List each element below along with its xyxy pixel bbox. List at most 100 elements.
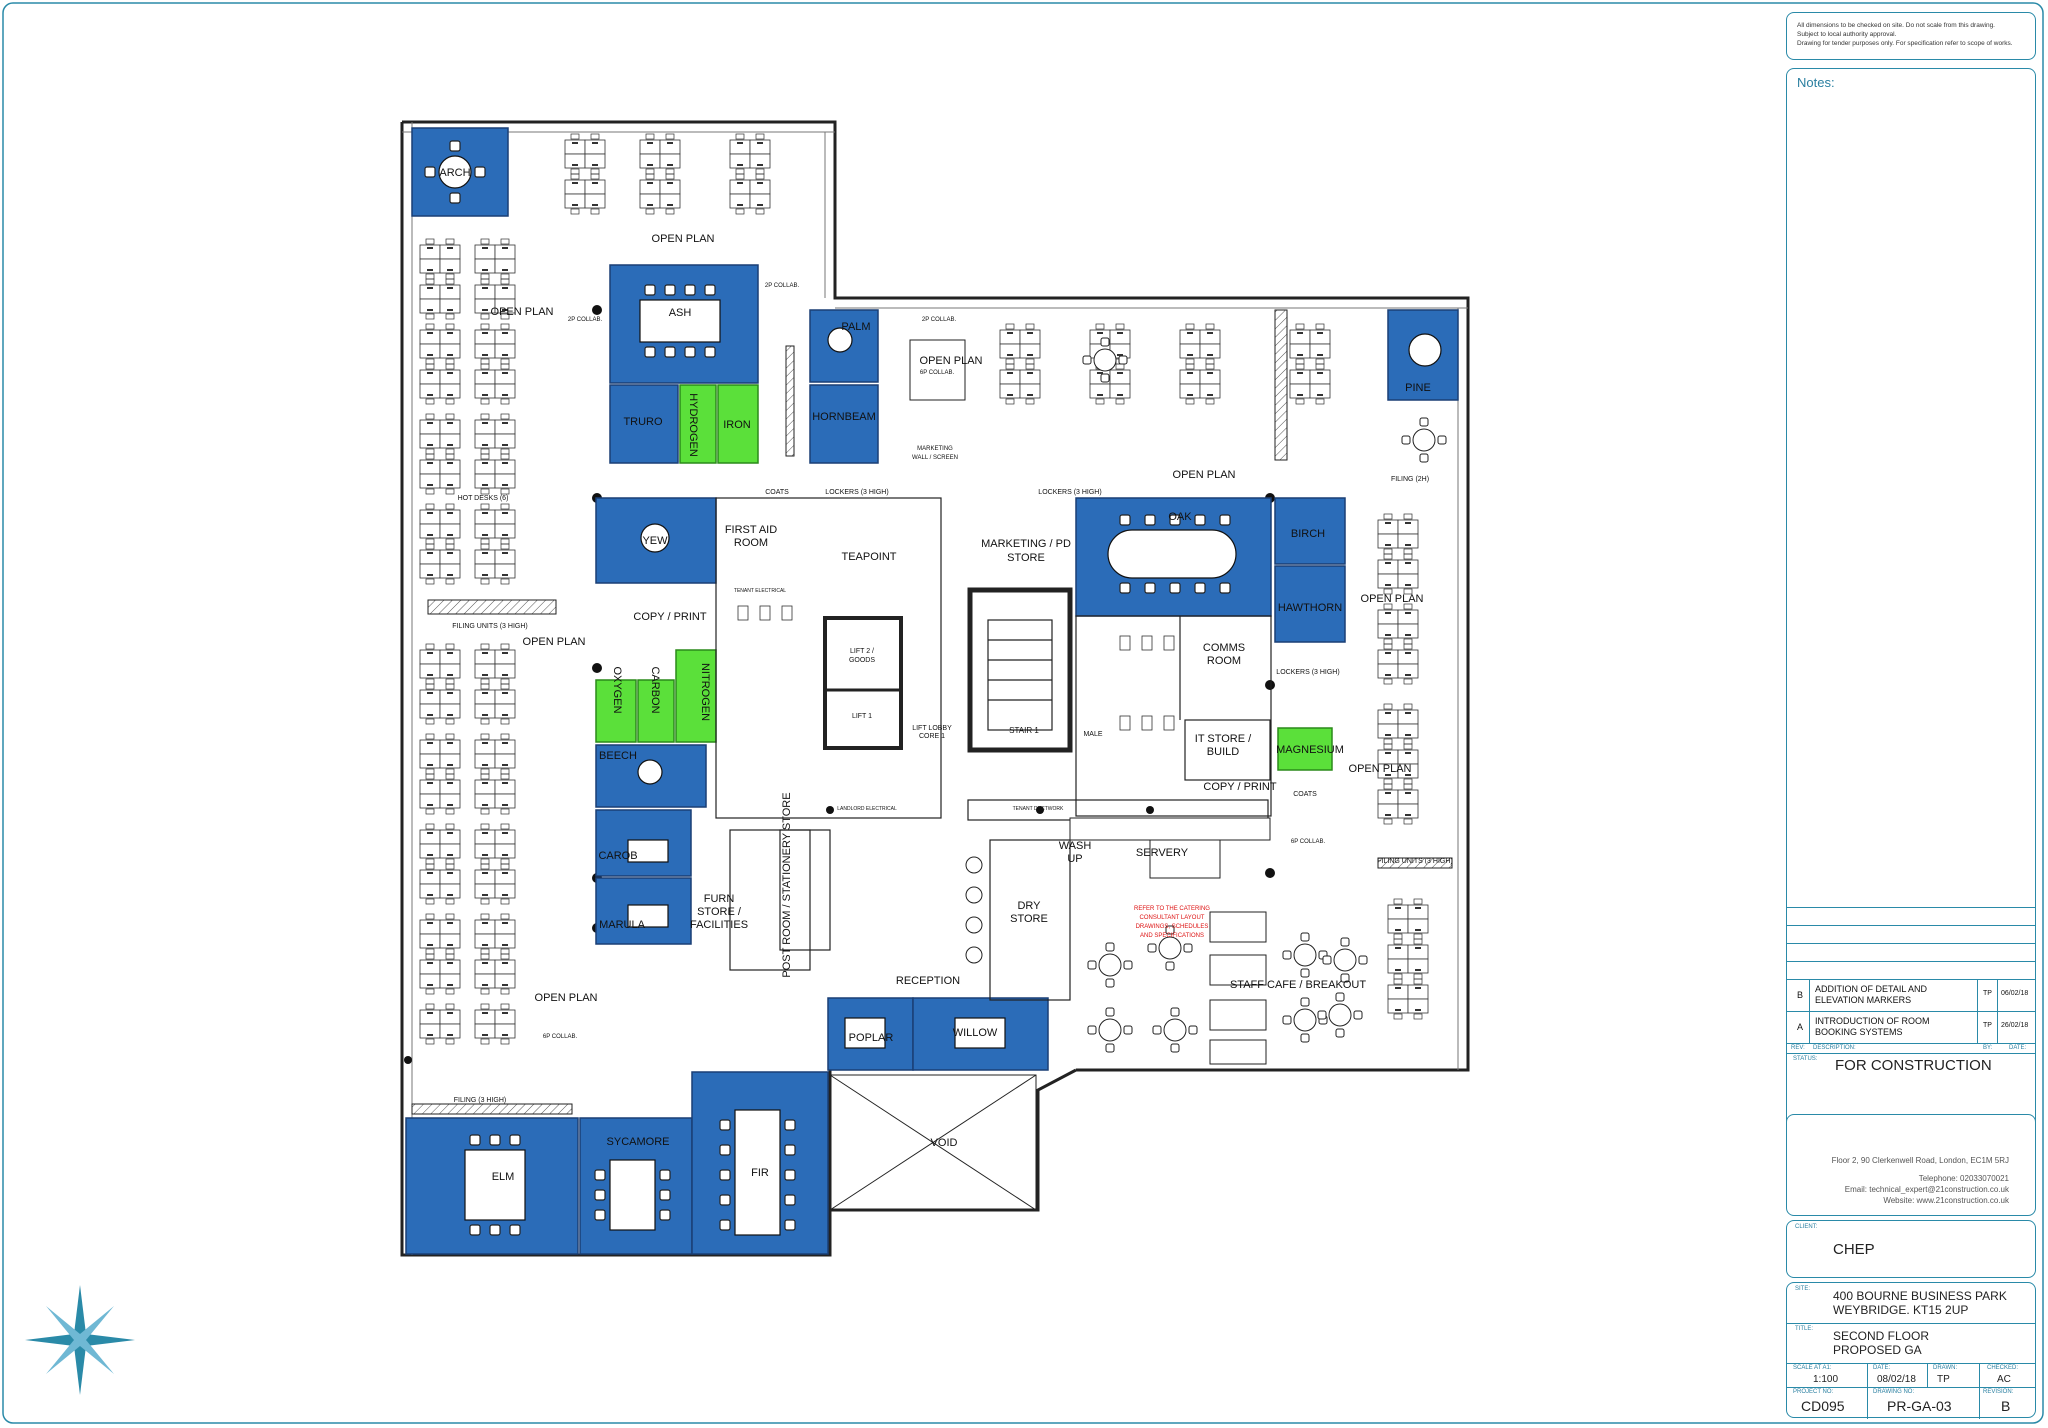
label-poplar: POPLAR (849, 1032, 894, 1044)
svg-text:LIFT 2 /: LIFT 2 / (850, 648, 874, 655)
svg-text:TEAPOINT: TEAPOINT (841, 551, 896, 563)
svg-text:HOT DESKS (6): HOT DESKS (6) (458, 495, 509, 502)
svg-text:COATS: COATS (1293, 791, 1317, 798)
svg-text:AND SPECIFICATIONS: AND SPECIFICATIONS (1140, 933, 1204, 939)
svg-text:DRAWINGS, SCHEDULES: DRAWINGS, SCHEDULES (1136, 924, 1209, 930)
area-labels: OPEN PLAN OPEN PLAN OPEN PLAN OPEN PLAN … (452, 233, 1452, 1149)
svg-text:OPEN PLAN: OPEN PLAN (1349, 763, 1412, 775)
label-palm: PALM (841, 321, 870, 333)
svg-text:CORE 1: CORE 1 (919, 733, 945, 740)
building-outline (400, 120, 1470, 1257)
svg-text:WASH: WASH (1059, 840, 1092, 852)
svg-text:OPEN PLAN: OPEN PLAN (1361, 593, 1424, 605)
label-sycamore: SYCAMORE (607, 1136, 670, 1148)
label-beech: BEECH (599, 750, 637, 762)
general-notes-box: All dimensions to be checked on site. Do… (1786, 12, 2036, 60)
svg-text:WALL / SCREEN: WALL / SCREEN (912, 455, 958, 461)
svg-text:FILING UNITS (3 HIGH): FILING UNITS (3 HIGH) (1377, 858, 1452, 865)
revision-header: REV: DESCRIPTION: BY: DATE: (1787, 1043, 2035, 1054)
revision-letter: B (2001, 1398, 2011, 1414)
svg-text:STORE: STORE (1010, 913, 1048, 925)
svg-text:REFER TO THE CATERING: REFER TO THE CATERING (1134, 906, 1210, 912)
svg-text:OPEN PLAN: OPEN PLAN (920, 355, 983, 367)
label-elm: ELM (492, 1171, 515, 1183)
label-marula: MARULA (599, 919, 646, 931)
svg-text:MARKETING: MARKETING (917, 446, 953, 452)
room-birch (1274, 497, 1346, 565)
label-pine: PINE (1405, 382, 1431, 394)
meeting-rooms (405, 127, 1459, 1255)
notes-heading: Notes: (1797, 75, 1835, 90)
label-iron: IRON (723, 419, 751, 431)
label-ash: ASH (669, 307, 692, 319)
green-pods (595, 384, 1333, 771)
company-box: Floor 2, 90 Clerkenwell Road, London, EC… (1786, 1114, 2036, 1216)
label-arch: ARCH (439, 167, 470, 179)
svg-text:LIFT 1: LIFT 1 (852, 713, 872, 720)
filing-right (1274, 309, 1288, 461)
svg-text:2P COLLAB.: 2P COLLAB. (568, 317, 603, 323)
room-hornbeam (809, 384, 879, 464)
svg-text:LIFT LOBBY: LIFT LOBBY (912, 725, 952, 732)
svg-text:OPEN PLAN: OPEN PLAN (535, 992, 598, 1004)
svg-text:FURN: FURN (704, 893, 735, 905)
label-oak: OAK (1168, 511, 1192, 523)
label-birch: BIRCH (1291, 528, 1325, 540)
svg-text:OPEN PLAN: OPEN PLAN (652, 233, 715, 245)
filing-units (427, 599, 557, 615)
north-arrow (25, 1285, 135, 1395)
svg-text:FILING UNITS (3 HIGH): FILING UNITS (3 HIGH) (452, 623, 527, 630)
svg-text:2P COLLAB.: 2P COLLAB. (922, 317, 957, 323)
project-number: CD095 (1801, 1398, 1845, 1414)
label-yew: YEW (642, 535, 668, 547)
svg-text:COPY / PRINT: COPY / PRINT (1203, 781, 1276, 793)
label-truro: TRURO (623, 416, 663, 428)
svg-text:RECEPTION: RECEPTION (896, 975, 960, 987)
svg-text:OPEN PLAN: OPEN PLAN (523, 636, 586, 648)
label-nitrogen: NITROGEN (699, 663, 711, 721)
svg-text:STORE /: STORE / (697, 906, 742, 918)
svg-text:STAIR 1: STAIR 1 (1009, 726, 1039, 735)
svg-text:MALE: MALE (1083, 731, 1102, 738)
svg-text:SERVERY: SERVERY (1136, 847, 1189, 859)
status-row: STATUS: FOR CONSTRUCTION (1787, 1053, 2035, 1076)
svg-text:LOCKERS (3 HIGH): LOCKERS (3 HIGH) (1038, 489, 1101, 496)
label-hornbeam: HORNBEAM (812, 411, 876, 423)
svg-text:TENANT DUCTWORK: TENANT DUCTWORK (1013, 806, 1064, 812)
svg-text:UP: UP (1067, 853, 1082, 865)
meeting-furniture (438, 155, 1442, 1236)
label-willow: WILLOW (953, 1027, 998, 1039)
room-name-labels: ARCH ASH PALM HORNBEAM TRURO HYDROGEN IR… (439, 167, 1430, 1183)
svg-text:POST ROOM / STATIONERY STORE: POST ROOM / STATIONERY STORE (781, 792, 793, 977)
svg-text:DRY: DRY (1017, 900, 1041, 912)
svg-text:COMMS: COMMS (1203, 642, 1245, 654)
svg-text:BUILD: BUILD (1207, 746, 1239, 758)
label-carbon: CARBON (649, 666, 661, 713)
drawing-number: PR-GA-03 (1887, 1398, 1952, 1414)
label-fir: FIR (751, 1167, 769, 1179)
svg-text:LOCKERS (3 HIGH): LOCKERS (3 HIGH) (825, 489, 888, 496)
svg-text:STORE: STORE (1007, 552, 1045, 564)
svg-text:OPEN PLAN: OPEN PLAN (491, 306, 554, 318)
status-value: FOR CONSTRUCTION (1835, 1057, 1992, 1074)
svg-text:FACILITIES: FACILITIES (690, 919, 748, 931)
svg-text:VOID: VOID (931, 1137, 958, 1149)
svg-text:FILING (3 HIGH): FILING (3 HIGH) (454, 1097, 507, 1104)
label-hawthorn: HAWTHORN (1278, 602, 1342, 614)
svg-text:6P COLLAB.: 6P COLLAB. (543, 1034, 578, 1040)
svg-text:COPY / PRINT: COPY / PRINT (633, 611, 706, 623)
svg-text:2P COLLAB.: 2P COLLAB. (765, 283, 800, 289)
svg-text:OPEN PLAN: OPEN PLAN (1173, 469, 1236, 481)
room-truro (609, 384, 679, 464)
room-hawthorn (1274, 565, 1346, 643)
svg-text:COATS: COATS (765, 489, 789, 496)
svg-text:GOODS: GOODS (849, 657, 875, 664)
svg-text:TENANT ELECTRICAL: TENANT ELECTRICAL (734, 588, 786, 594)
